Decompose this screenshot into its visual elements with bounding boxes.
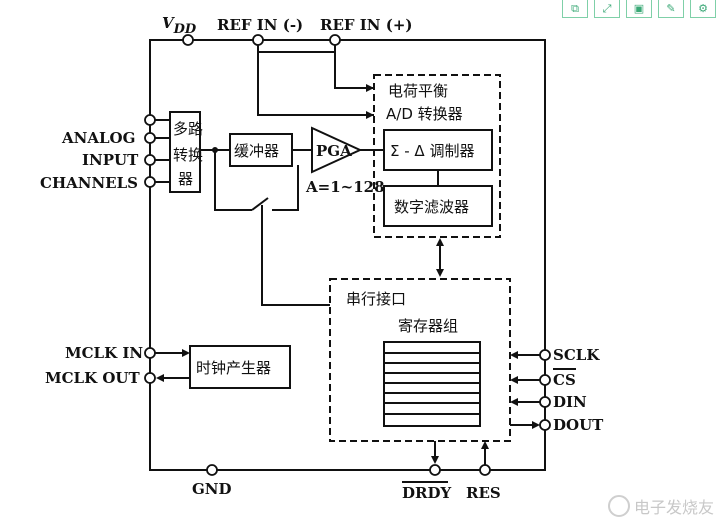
mux-text-3: 器 bbox=[178, 170, 193, 188]
serial-title: 串行接口 bbox=[346, 290, 406, 308]
mclk-in-pin bbox=[144, 347, 156, 359]
din-label: DIN bbox=[553, 393, 587, 411]
image-toolbar: ⧉ ⤢ ▣ ✎ ⚙ bbox=[562, 0, 716, 18]
clock-generator-block bbox=[189, 345, 291, 389]
adc-title-1: 电荷平衡 bbox=[388, 82, 448, 100]
adc-title-2: A/D 转换器 bbox=[386, 105, 463, 123]
gain-text: A=1~128 bbox=[305, 178, 385, 196]
din-pin bbox=[539, 396, 551, 408]
filter-block bbox=[383, 185, 493, 227]
chip-outline bbox=[149, 39, 546, 471]
copy-icon[interactable]: ⧉ bbox=[562, 0, 588, 18]
watermark-text: 电子发烧友 bbox=[633, 498, 714, 517]
register-bank bbox=[383, 341, 481, 427]
mclk-out-label: MCLK OUT bbox=[45, 369, 140, 387]
serial-down-arrow bbox=[436, 269, 444, 277]
analog-pin-1 bbox=[144, 114, 156, 126]
ref-neg-arrow bbox=[366, 111, 374, 119]
settings-icon[interactable]: ⚙ bbox=[690, 0, 716, 18]
cs-arrow bbox=[510, 376, 518, 384]
dout-label: DOUT bbox=[553, 416, 604, 434]
gnd-label: GND bbox=[192, 480, 232, 498]
ref-pos-pin bbox=[329, 34, 341, 46]
edit-icon[interactable]: ✎ bbox=[658, 0, 684, 18]
ref-neg-wire bbox=[257, 45, 374, 116]
vdd-pin bbox=[182, 34, 194, 46]
watermark: 电子发烧友 bbox=[607, 494, 714, 518]
modulator-block bbox=[383, 129, 493, 171]
switch-control-wire bbox=[261, 205, 330, 306]
pga-text: PGA bbox=[316, 142, 352, 160]
mux-block bbox=[169, 111, 201, 193]
sclk-label: SCLK bbox=[553, 346, 600, 364]
ref-in-neg-label: REF IN (-) bbox=[217, 16, 303, 34]
cs-label: CS bbox=[553, 371, 576, 389]
sclk-arrow bbox=[510, 351, 518, 359]
adc-up-arrow bbox=[436, 238, 444, 246]
mux-text-1: 多路 bbox=[173, 120, 203, 138]
filter-text: 数字滤波器 bbox=[394, 198, 469, 216]
pga-amplifier bbox=[311, 126, 363, 174]
analog-label: ANALOG bbox=[61, 129, 135, 147]
bypass-wire-left bbox=[214, 150, 252, 211]
ref-neg-pin bbox=[252, 34, 264, 46]
buffer-block bbox=[229, 133, 293, 167]
serial-interface-region bbox=[329, 278, 511, 442]
ref-pos-wire bbox=[334, 45, 374, 89]
ref-in-pos-label: REF IN (+) bbox=[320, 16, 412, 34]
save-icon[interactable]: ▣ bbox=[626, 0, 652, 18]
drdy-arrow bbox=[431, 456, 439, 464]
reset-label: RES bbox=[466, 484, 501, 502]
mclk-in-arrow bbox=[182, 349, 190, 357]
analog-pin-2 bbox=[144, 132, 156, 144]
input-wires bbox=[155, 119, 170, 183]
vdd-label: VDD bbox=[162, 14, 197, 37]
dout-arrow bbox=[532, 421, 540, 429]
reset-pin bbox=[479, 464, 491, 476]
drdy-pin bbox=[429, 464, 441, 476]
buffer-text: 缓冲器 bbox=[234, 142, 279, 160]
reset-arrow bbox=[481, 441, 489, 449]
dout-pin bbox=[539, 419, 551, 431]
drdy-label: DRDY bbox=[402, 484, 451, 502]
analog-pin-4 bbox=[144, 176, 156, 188]
mux-text-2: 转换 bbox=[173, 146, 203, 164]
din-arrow bbox=[510, 398, 518, 406]
cs-pin bbox=[539, 374, 551, 386]
fullscreen-icon[interactable]: ⤢ bbox=[594, 0, 620, 18]
gnd-pin bbox=[206, 464, 218, 476]
analog-pin-3 bbox=[144, 154, 156, 166]
mclk-in-label: MCLK IN bbox=[65, 344, 143, 362]
clock-text: 时钟产生器 bbox=[196, 359, 271, 377]
switch-blade bbox=[251, 197, 269, 211]
register-title: 寄存器组 bbox=[398, 317, 458, 335]
bypass-wire-right bbox=[272, 165, 299, 211]
mclk-out-pin bbox=[144, 372, 156, 384]
modulator-text: Σ - Δ 调制器 bbox=[390, 142, 474, 160]
mclk-out-arrow bbox=[156, 374, 164, 382]
ref-pos-arrow bbox=[366, 84, 374, 92]
watermark-logo-icon bbox=[607, 495, 630, 517]
input-label: INPUT bbox=[82, 151, 139, 169]
sclk-pin bbox=[539, 349, 551, 361]
channels-label: CHANNELS bbox=[40, 174, 138, 192]
adc-region bbox=[373, 74, 501, 238]
